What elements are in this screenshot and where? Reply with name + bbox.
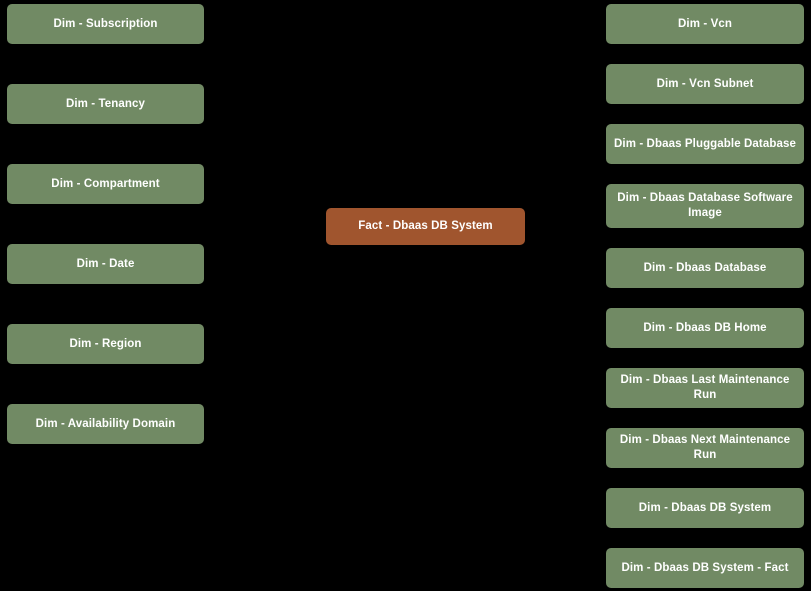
dimension-node-dbaas-db-home[interactable]: Dim - Dbaas DB Home — [606, 308, 804, 348]
node-label: Dim - Dbaas Last Maintenance Run — [620, 374, 790, 401]
dimension-node-vcn-subnet[interactable]: Dim - Vcn Subnet — [606, 64, 804, 104]
node-label: Dim - Dbaas Database Software Image — [617, 192, 793, 219]
node-label: Dim - Dbaas DB System — [638, 501, 772, 514]
dimension-node-vcn[interactable]: Dim - Vcn — [606, 4, 804, 44]
node-label: Dim - Dbaas Pluggable Database — [614, 137, 796, 150]
left-dimension-column: Dim - Subscription Dim - Tenancy Dim - C… — [7, 0, 204, 444]
node-label: Dim - Vcn — [678, 17, 732, 30]
dimension-node-dbaas-pluggable-database[interactable]: Dim - Dbaas Pluggable Database — [606, 124, 804, 164]
node-label: Dim - Dbaas DB Home — [643, 321, 767, 334]
dimension-node-date[interactable]: Dim - Date — [7, 244, 204, 284]
dimension-node-dbaas-last-maintenance-run[interactable]: Dim - Dbaas Last Maintenance Run — [606, 368, 804, 408]
node-label: Dim - Region — [69, 337, 142, 350]
node-label: Dim - Dbaas DB System - Fact — [621, 561, 789, 574]
dimension-node-dbaas-next-maintenance-run[interactable]: Dim - Dbaas Next Maintenance Run — [606, 428, 804, 468]
dimension-node-dbaas-database-software-image[interactable]: Dim - Dbaas Database Software Image — [606, 184, 804, 228]
node-label: Dim - Availability Domain — [35, 417, 176, 430]
node-label: Dim - Compartment — [51, 177, 160, 190]
dimension-node-dbaas-database[interactable]: Dim - Dbaas Database — [606, 248, 804, 288]
node-label: Dim - Tenancy — [65, 97, 146, 110]
node-label: Dim - Vcn Subnet — [656, 77, 754, 90]
dimension-node-availability-domain[interactable]: Dim - Availability Domain — [7, 404, 204, 444]
node-label: Dim - Date — [76, 257, 135, 270]
dimension-node-compartment[interactable]: Dim - Compartment — [7, 164, 204, 204]
node-label: Fact - Dbaas DB System — [358, 220, 493, 232]
node-label: Dim - Subscription — [53, 17, 158, 30]
dimension-node-dbaas-db-system[interactable]: Dim - Dbaas DB System — [606, 488, 804, 528]
dimension-node-tenancy[interactable]: Dim - Tenancy — [7, 84, 204, 124]
dimension-node-region[interactable]: Dim - Region — [7, 324, 204, 364]
dimension-node-dbaas-db-system-fact[interactable]: Dim - Dbaas DB System - Fact — [606, 548, 804, 588]
dimension-node-subscription[interactable]: Dim - Subscription — [7, 4, 204, 44]
fact-node-dbaas-db-system[interactable]: Fact - Dbaas DB System — [326, 208, 525, 245]
node-label: Dim - Dbaas Database — [643, 261, 767, 274]
node-label: Dim - Dbaas Next Maintenance Run — [619, 434, 791, 461]
right-dimension-column: Dim - Vcn Dim - Vcn Subnet Dim - Dbaas P… — [606, 0, 804, 588]
